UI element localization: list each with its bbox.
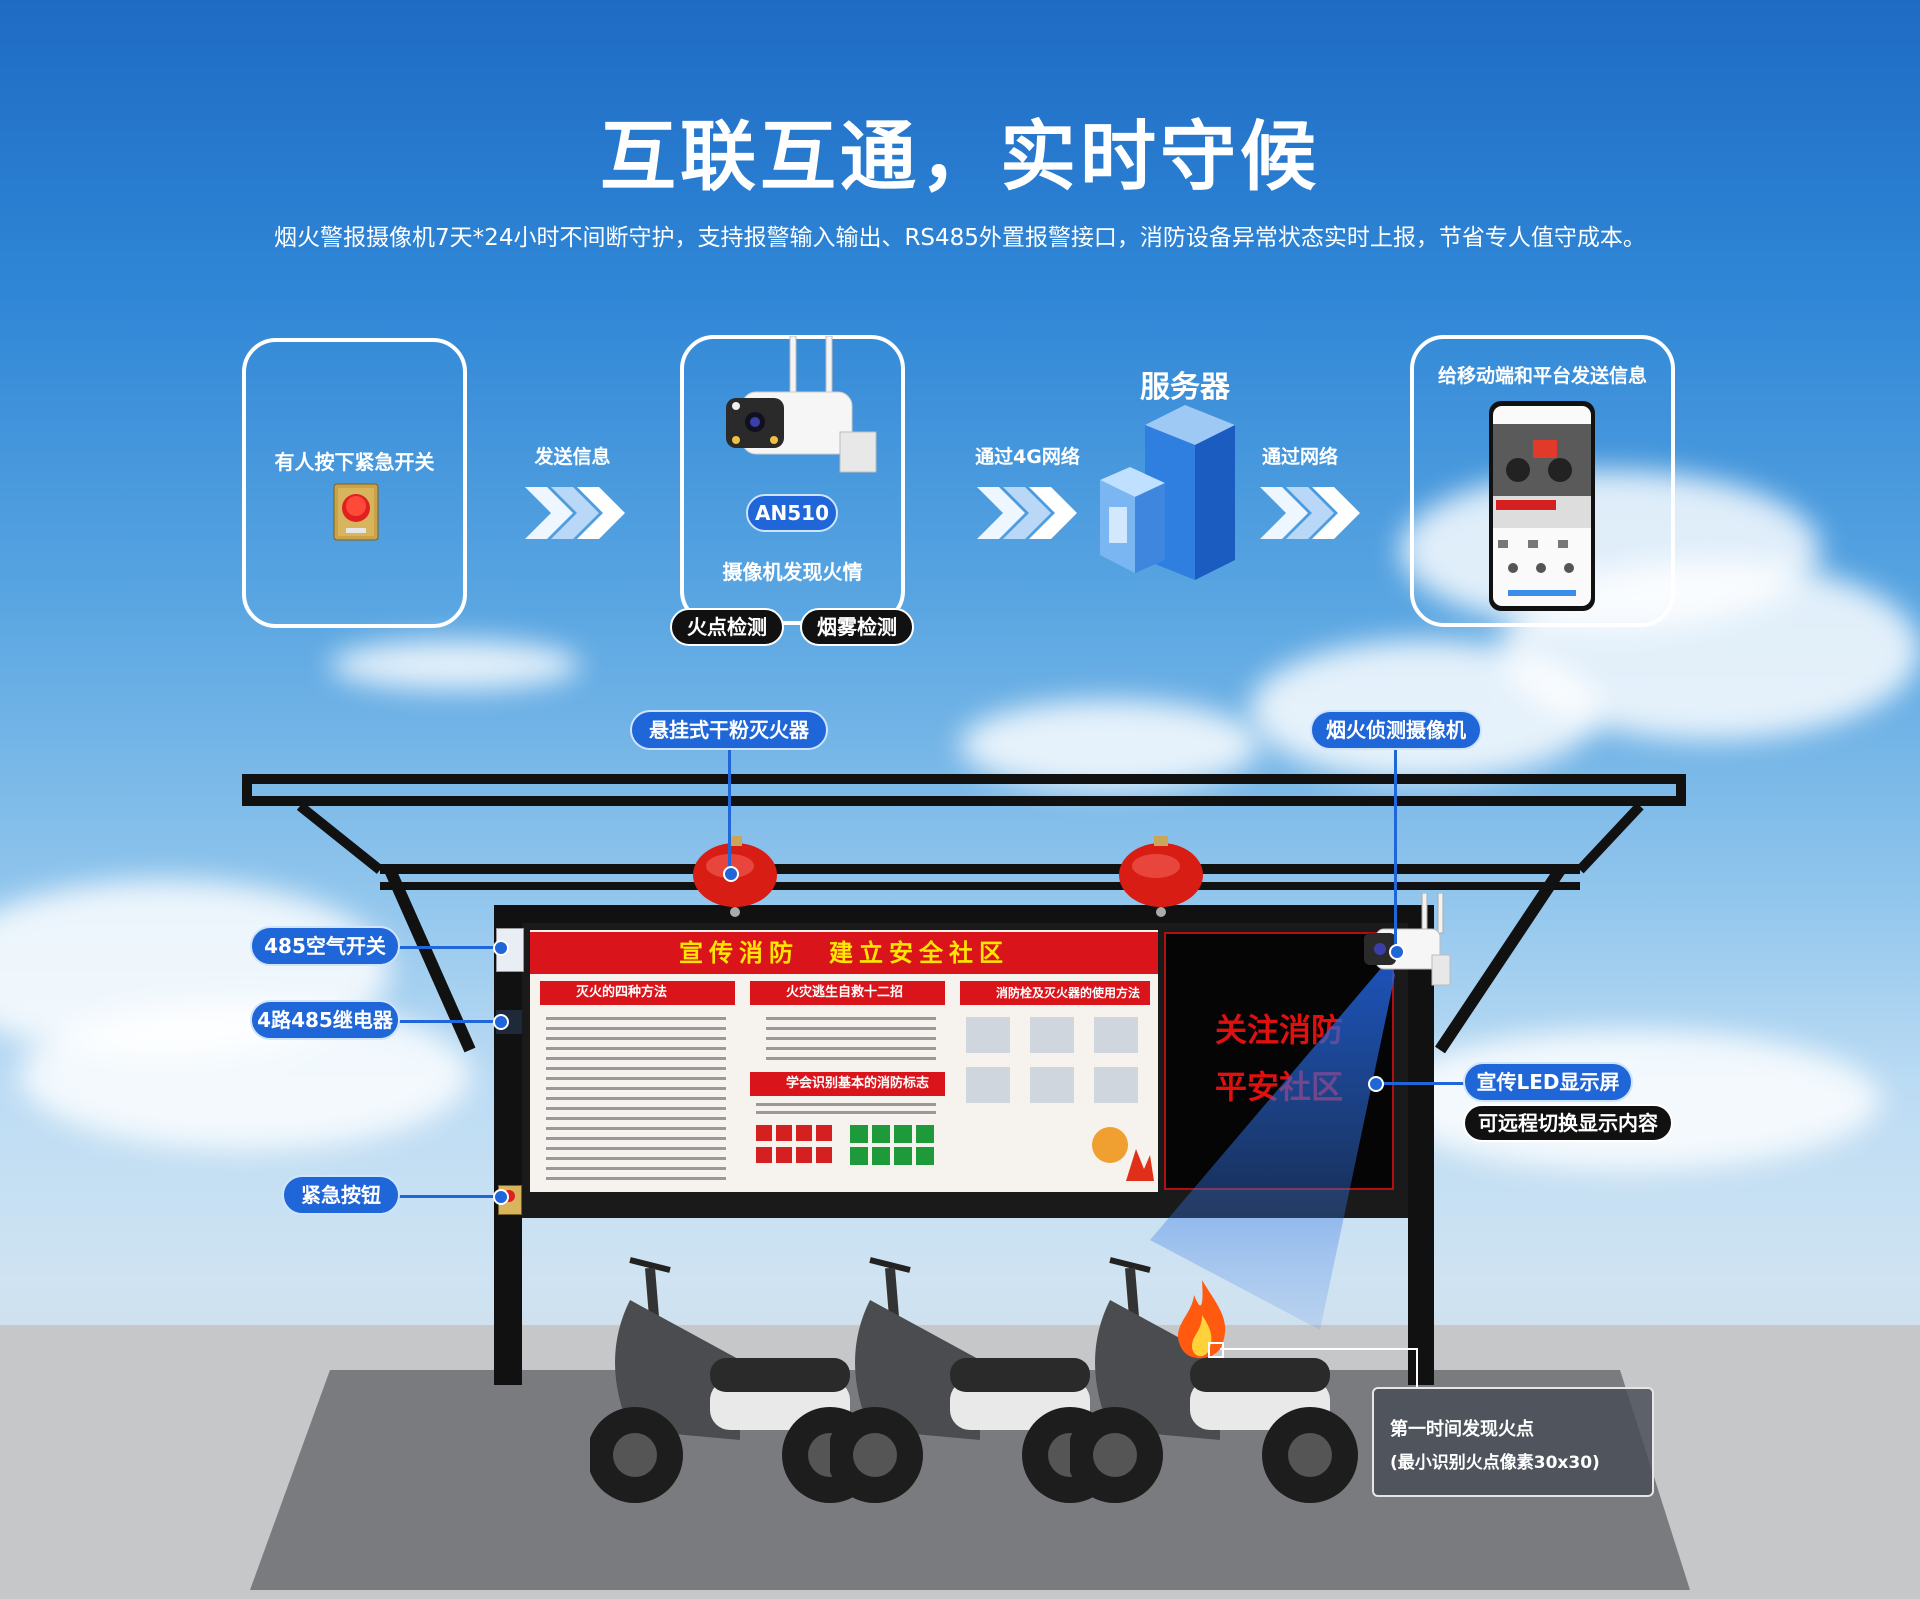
fire-extinguisher-icon <box>1119 836 1203 917</box>
arrow2-label: 通过4G网络 <box>975 446 1080 468</box>
callout-camera: 烟火侦测摄像机 <box>1310 710 1482 750</box>
emergency-button-icon <box>333 483 379 541</box>
step-mobile-label: 给移动端和平台发送信息 <box>1437 365 1647 387</box>
detect-leader <box>1220 1348 1418 1350</box>
fire-target-marker <box>1208 1342 1224 1358</box>
chevron-right-icon <box>525 487 625 539</box>
scooter-icon <box>1070 1257 1358 1503</box>
detection-info-line1: 第一时间发现火点 <box>1390 1419 1534 1440</box>
callout-air-switch: 485空气开关 <box>250 926 400 966</box>
detection-info-box <box>1372 1387 1654 1497</box>
board-section-header: 火灾逃生自救十二招 <box>750 981 945 1005</box>
board-title: 宣传消防 建立安全社区 <box>530 932 1158 974</box>
board-section-header: 灭火的四种方法 <box>540 981 735 1005</box>
fire-icon <box>1178 1280 1226 1359</box>
callout-relay: 4路485继电器 <box>250 1000 400 1040</box>
board-section-header: 学会识别基本的消防标志 <box>750 1072 945 1096</box>
tag-fire-detection: 火点检测 <box>670 608 784 646</box>
step-emergency-switch <box>242 338 467 628</box>
camera-icon <box>726 336 877 473</box>
board-content-graphics <box>546 1017 1154 1181</box>
callout-emergency-button: 紧急按钮 <box>282 1175 400 1215</box>
page-subtitle: 烟火警报摄像机7天*24小时不间断守护，支持报警输入输出、RS485外置报警接口… <box>274 225 1646 251</box>
server-label: 服务器 <box>1140 370 1230 405</box>
server-icon <box>1100 405 1235 580</box>
page-title: 互联互通，实时守候 <box>600 112 1320 201</box>
detect-leader <box>1416 1348 1418 1388</box>
board-section-header: 消防栓及灭火器的使用方法 <box>960 981 1150 1005</box>
step-emergency-label: 有人按下紧急开关 <box>274 450 435 474</box>
camera-icon <box>1364 893 1451 986</box>
arrow3-label: 通过网络 <box>1261 446 1338 468</box>
shelter-frame <box>242 774 1686 1385</box>
camera-model-badge: AN510 <box>746 494 838 532</box>
callout-extinguisher: 悬挂式干粉灭火器 <box>630 710 828 750</box>
callout-led-note: 可远程切换显示内容 <box>1463 1104 1673 1142</box>
arrow1-label: 发送信息 <box>534 446 611 468</box>
step-camera-label: 摄像机发现火情 <box>722 560 863 584</box>
step-mobile <box>1410 335 1675 627</box>
chevron-right-icon <box>1260 487 1360 539</box>
chevron-right-icon <box>977 487 1077 539</box>
callout-led-screen: 宣传LED显示屏 <box>1463 1062 1633 1102</box>
tag-smoke-detection: 烟雾检测 <box>800 608 914 646</box>
phone-icon <box>1489 401 1595 611</box>
detection-info-line2: (最小识别火点像素30x30) <box>1390 1453 1600 1473</box>
